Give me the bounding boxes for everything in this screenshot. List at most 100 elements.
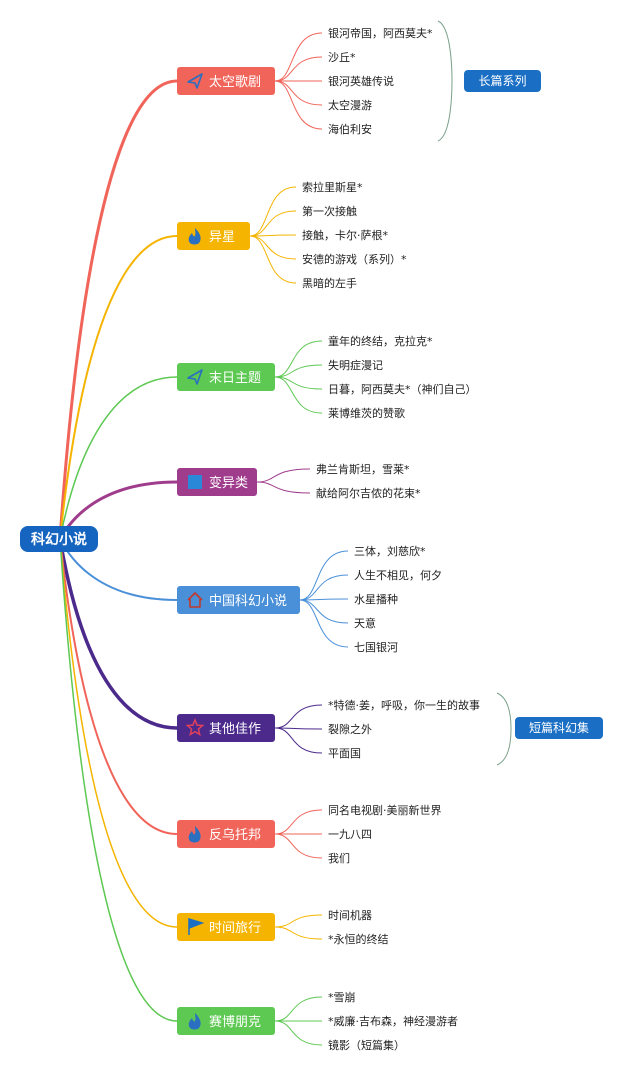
leaf-connector <box>299 599 349 648</box>
leaf-node[interactable]: 同名电视剧·美丽新世界 <box>328 803 442 817</box>
leaf-node[interactable]: 银河帝国，阿西莫夫* <box>328 26 433 40</box>
leaf-node[interactable]: 镜影（短篇集） <box>328 1038 405 1052</box>
leaf-node[interactable]: 沙丘* <box>328 51 356 64</box>
summary-1[interactable]: 长篇系列 <box>437 20 541 142</box>
leaf-connector <box>274 809 323 835</box>
fire-icon <box>188 228 201 245</box>
branch-node-6[interactable]: 其他佳作 <box>177 714 275 742</box>
branch-label: 太空歌剧 <box>209 75 261 90</box>
branch-node-8[interactable]: 时间旅行 <box>177 913 275 941</box>
leaf-connector <box>249 186 297 237</box>
branch-node-1[interactable]: 太空歌剧 <box>177 67 275 95</box>
branch-label: 时间旅行 <box>209 921 261 936</box>
leaf-node[interactable]: *雪崩 <box>328 990 356 1004</box>
summary-label: 长篇系列 <box>478 73 526 88</box>
branch-node-2[interactable]: 异星 <box>177 222 250 250</box>
fire-icon <box>188 1013 201 1030</box>
leaf-node[interactable]: 莱博维茨的赞歌 <box>328 406 405 420</box>
leaf-node[interactable]: 水星播种 <box>354 592 398 606</box>
summary-2[interactable]: 短篇科幻集 <box>496 692 603 766</box>
summary-bracket <box>437 20 453 142</box>
summary-box <box>464 70 541 92</box>
branch-connector <box>58 538 178 730</box>
leaf-node[interactable]: 一九八四 <box>328 828 372 841</box>
leaf-connector <box>256 468 311 483</box>
leaf-node[interactable]: 童年的终结，克拉克* <box>328 334 433 348</box>
star-icon <box>185 718 205 737</box>
branch-label: 变异类 <box>209 475 248 491</box>
branch-node-3[interactable]: 末日主题 <box>177 363 275 391</box>
branch-connector <box>59 235 178 540</box>
branch-label: 末日主题 <box>209 371 261 386</box>
leaf-node[interactable]: *永恒的终结 <box>328 932 389 946</box>
leaf-node[interactable]: 银河英雄传说 <box>328 74 394 88</box>
branch-node-7[interactable]: 反乌托邦 <box>177 820 275 848</box>
branch-node-9[interactable]: 赛博朋克 <box>177 1007 275 1035</box>
leaf-connector <box>274 704 323 729</box>
leaf-node[interactable]: *特德·姜，呼吸，你一生的故事 <box>328 698 480 712</box>
branch-label: 赛博朋克 <box>209 1014 261 1030</box>
leaf-connector <box>299 598 349 601</box>
leaf-node[interactable]: 三体，刘慈欣* <box>354 544 426 558</box>
root-node[interactable]: 科幻小说 <box>20 526 98 552</box>
leaf-node[interactable]: 失明症漫记 <box>328 358 383 372</box>
leaf-node[interactable]: *威廉·吉布森，神经漫游者 <box>328 1014 458 1028</box>
branch-node-4[interactable]: 变异类 <box>177 468 257 496</box>
leaf-connector <box>274 1020 323 1046</box>
leaf-node[interactable]: 安德的游戏（系列）* <box>302 252 407 266</box>
leaf-node[interactable]: 我们 <box>328 851 350 865</box>
leaf-node[interactable]: 人生不相见，何夕 <box>354 568 442 582</box>
leaf-connector <box>249 210 297 237</box>
leaf-connector <box>274 926 323 940</box>
branch-label: 反乌托邦 <box>209 827 261 843</box>
leaf-connector <box>256 481 311 494</box>
summary-box <box>515 717 603 739</box>
leaf-node[interactable]: 第一次接触 <box>302 204 357 218</box>
summary-bracket <box>496 692 512 766</box>
leaf-node[interactable]: 黑暗的左手 <box>302 276 357 290</box>
leaf-connector <box>274 996 323 1022</box>
leaf-node[interactable]: 太空漫游 <box>328 98 372 112</box>
leaf-connector <box>249 235 297 284</box>
leaf-node[interactable]: 海伯利安 <box>328 122 372 136</box>
home-icon <box>187 592 203 608</box>
leaf-node[interactable]: 接触，卡尔·萨根* <box>302 228 388 242</box>
leaf-connector <box>299 574 349 601</box>
leaf-connector <box>274 833 323 859</box>
flag-icon <box>188 917 205 935</box>
branch-node-5[interactable]: 中国科幻小说 <box>177 586 300 614</box>
leaf-node[interactable]: 七国银河 <box>354 640 398 654</box>
paper-plane-icon <box>187 73 203 89</box>
leaf-connector <box>274 80 323 106</box>
leaf-node[interactable]: 日暮，阿西莫夫*（神们自己） <box>328 382 477 396</box>
leaf-node[interactable]: 时间机器 <box>328 908 372 922</box>
branch-box <box>177 586 300 614</box>
leaf-connector <box>274 32 323 82</box>
leaf-node[interactable]: 献给阿尔吉侬的花束* <box>316 486 421 500</box>
branch-connector <box>59 538 178 1022</box>
leaf-connector <box>274 727 323 754</box>
leaf-node[interactable]: 弗兰肯斯坦，雪莱* <box>316 462 410 476</box>
branch-label: 其他佳作 <box>209 722 261 737</box>
connectors <box>58 79 178 1022</box>
leaf-connector <box>274 340 323 378</box>
fire-icon <box>188 826 201 843</box>
leaf-connector <box>274 376 323 414</box>
leaf-connector <box>274 56 323 82</box>
leaf-connector <box>299 550 349 601</box>
leaf-node[interactable]: 索拉里斯星* <box>302 180 363 194</box>
leaf-node[interactable]: 裂隙之外 <box>328 722 372 736</box>
branch-connector <box>59 376 178 540</box>
branch-label: 中国科幻小说 <box>209 594 287 609</box>
leaf-connector <box>249 235 297 260</box>
square-icon <box>188 475 202 489</box>
summary-label: 短篇科幻集 <box>529 720 589 735</box>
root-label: 科幻小说 <box>31 531 87 548</box>
leaf-connector <box>274 914 323 928</box>
leaf-node[interactable]: 平面国 <box>328 747 361 760</box>
leaf-node[interactable]: 天意 <box>354 616 376 630</box>
